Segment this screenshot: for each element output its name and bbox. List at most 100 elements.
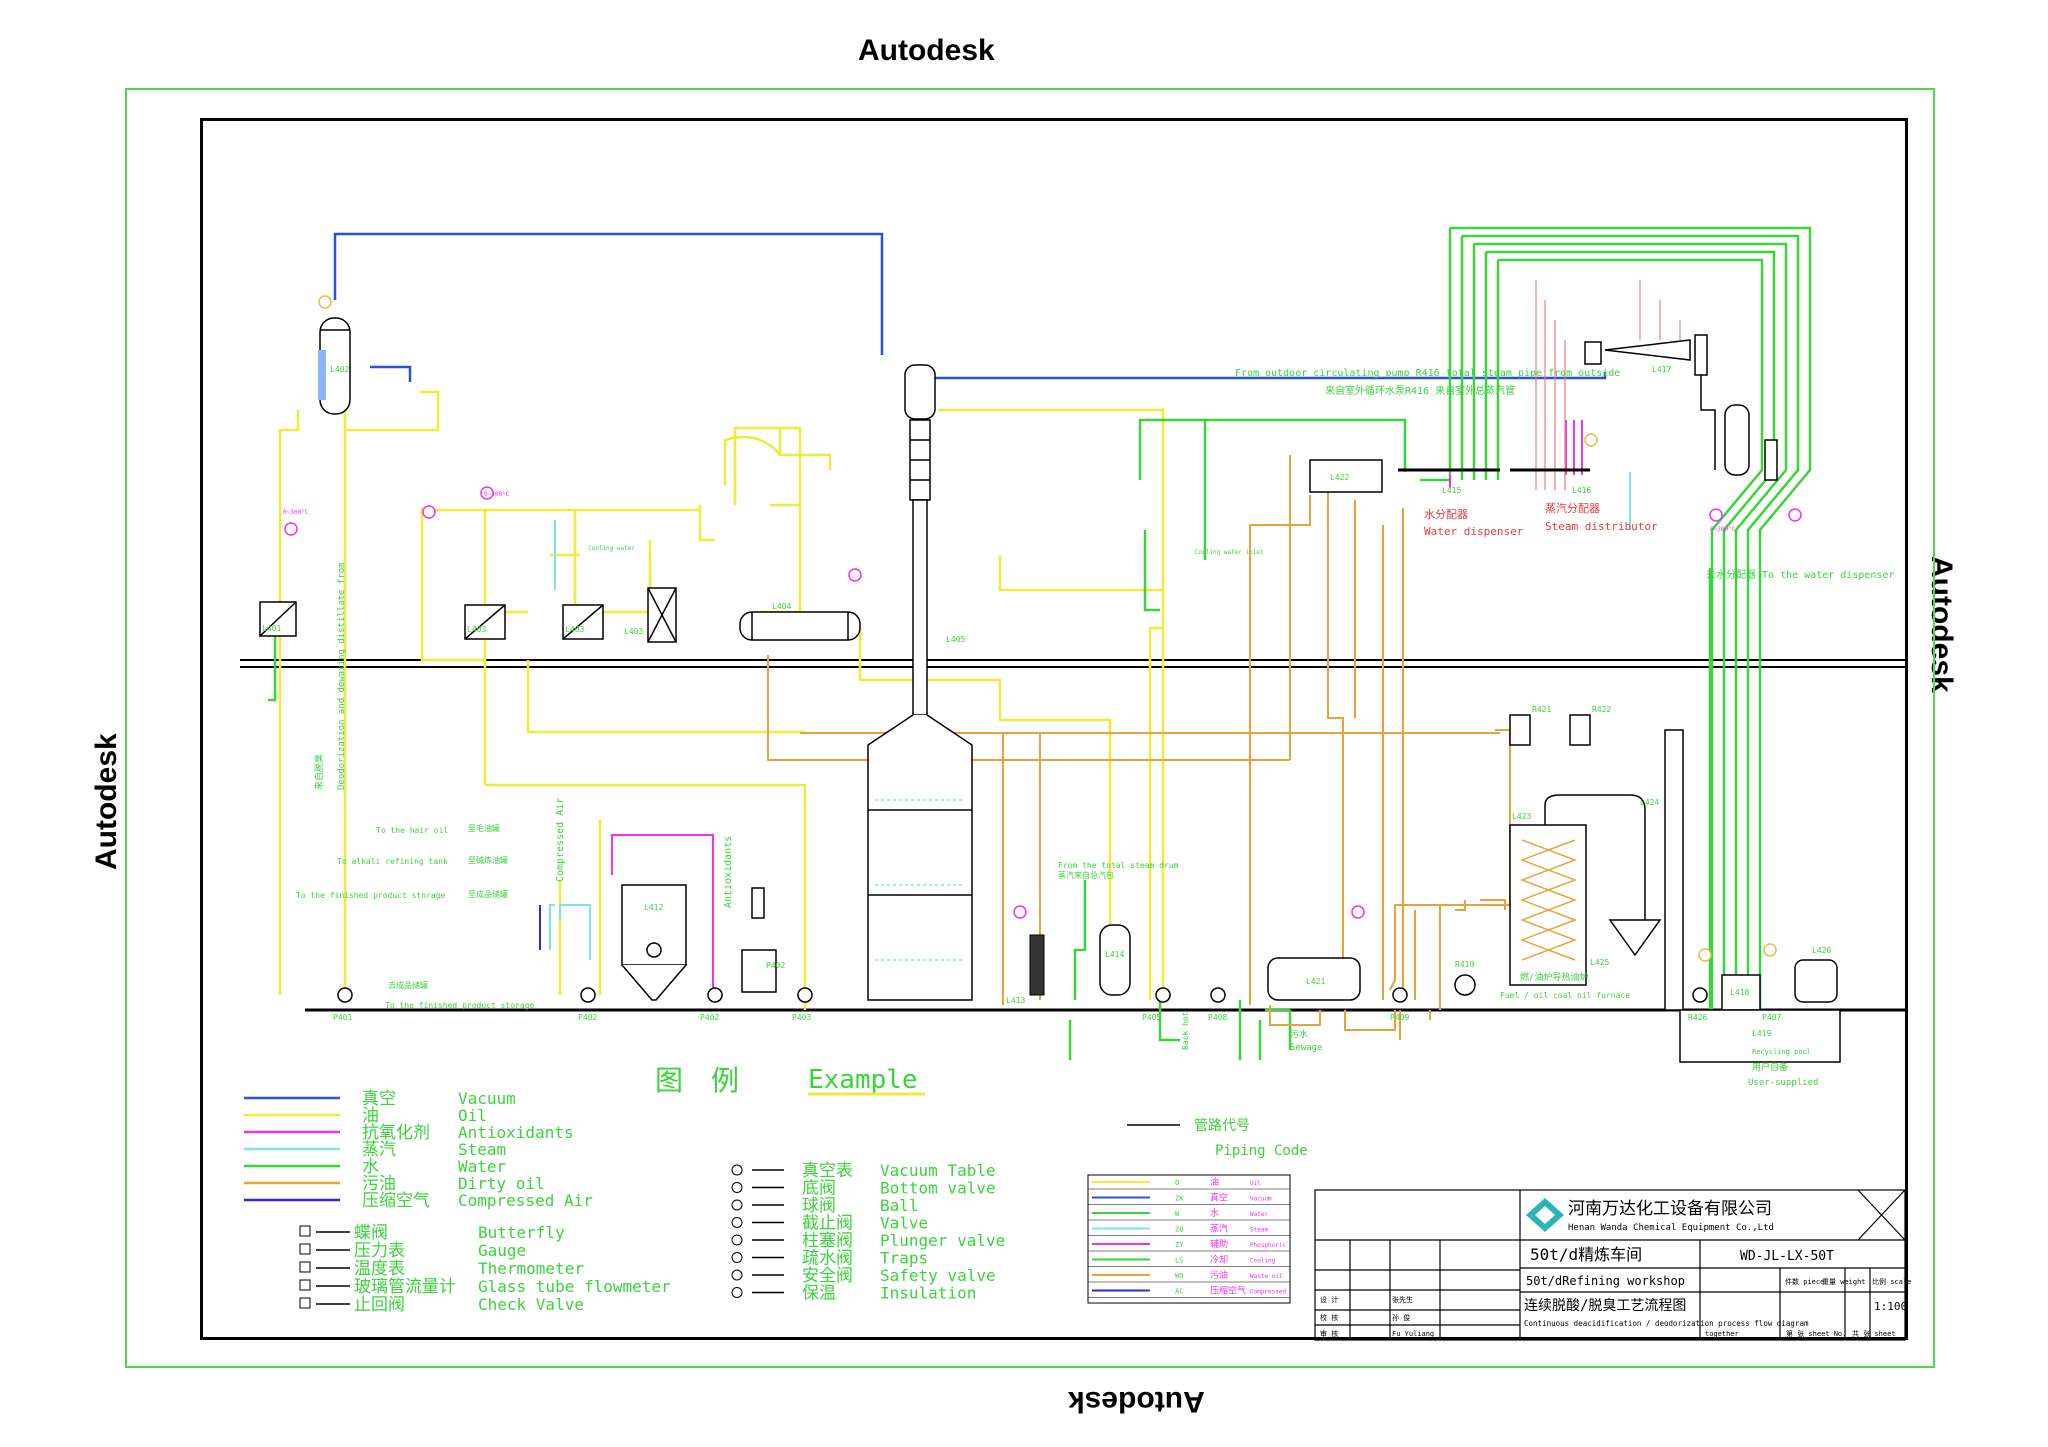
label-l414: L414	[1105, 950, 1124, 959]
legend-symbol-label-en: Vacuum Table	[880, 1161, 996, 1180]
note-water-disp-cn: 水分配器	[1424, 508, 1468, 521]
pressure-gauges	[318, 295, 1777, 962]
label-l416: L416	[1572, 486, 1591, 495]
plate-exchanger	[647, 587, 677, 643]
piping-row-label-en: Vacuum	[1250, 1196, 1272, 1203]
label-l401: L401	[262, 624, 281, 633]
legend-line-label-cn: 水	[362, 1157, 379, 1177]
note-steam-drum-cn: 蒸汽来自总汽包	[1058, 870, 1114, 880]
drawing-frame	[200, 118, 1908, 1340]
signer-2: 孙 俊	[1392, 1313, 1410, 1322]
label-r422: R422	[1592, 705, 1611, 714]
water-lines	[268, 226, 1832, 1060]
label-p405: P405	[1142, 1013, 1161, 1022]
legend-symbol-icon	[731, 1217, 743, 1228]
annotations: From outdoor circulating pump R416 total…	[283, 368, 1894, 1088]
piping-row-code: ZY	[1175, 1241, 1184, 1249]
legend-symbol-label-cn: 止回阀	[354, 1295, 405, 1315]
note-deodor-cn: 来自脱臭	[313, 754, 325, 790]
scale-value: 1:100	[1874, 1300, 1907, 1313]
label-sheet-total: 共 张 sheet	[1852, 1329, 1896, 1338]
legend-symbol-label-en: Safety valve	[880, 1266, 996, 1285]
label-sheet-no: 第 张 sheet No.	[1786, 1329, 1846, 1338]
note-to-alkali: To alkali refining tank	[337, 857, 448, 866]
note-to-finished-b: To the finished product storage	[385, 1001, 534, 1010]
label-l420: L420	[1812, 946, 1831, 955]
drawing-title-en: Continuous deacidification / deodorizati…	[1524, 1319, 1809, 1328]
tank-l421	[1267, 957, 1361, 1001]
label-l413: L413	[1006, 996, 1025, 1005]
piping-row-label-en: Phosphoric	[1250, 1242, 1287, 1249]
label-l403: L403	[467, 625, 486, 634]
label-scale: 比例 scale	[1872, 1277, 1911, 1286]
legend-symbol-label-en: Plunger valve	[880, 1231, 1005, 1250]
legend-symbol-label-en: Check Valve	[478, 1295, 584, 1314]
note-temp-3: 0~300°C	[1710, 526, 1736, 533]
note-compressed-air: Compressed Air	[555, 798, 566, 882]
legend-symbol-icon	[299, 1225, 311, 1237]
legend-symbol-icon	[731, 1269, 743, 1281]
company-name-cn: 河南万达化工设备有限公司	[1568, 1199, 1772, 1219]
piping-row-label-cn: 油	[1210, 1176, 1219, 1188]
drawing-no: WD-JL-LX-50T	[1740, 1249, 1834, 1264]
piping-row-label-cn: 辅助	[1210, 1238, 1228, 1250]
note-back-hot: Back hot	[1181, 1011, 1190, 1050]
piping-row-label-en: Cooling	[1250, 1258, 1276, 1265]
legend-symbol-label-cn: 保温	[802, 1284, 836, 1304]
label-r426: R426	[1688, 1013, 1707, 1022]
label-l424: L424	[1640, 798, 1659, 807]
vacuum-unit-l417	[1584, 334, 1778, 481]
legend-symbol-label-en: Glass tube flowmeter	[478, 1277, 671, 1296]
legend-symbol-label-en: Insulation	[880, 1284, 976, 1303]
label-p402b: P402	[700, 1013, 719, 1022]
note-antioxidants: Antioxidants	[723, 836, 734, 908]
label-r419: R419	[1455, 960, 1474, 969]
legend-symbol-label-cn: 压力表	[354, 1241, 405, 1261]
note-temp-1: 0~300°C	[283, 509, 309, 516]
piping-row-label-en: Water	[1250, 1211, 1268, 1218]
label-p402c: P402	[766, 961, 785, 970]
legend-symbol-label-cn: 温度表	[354, 1259, 405, 1279]
legend-line-label-cn: 真空	[362, 1089, 396, 1109]
legend-line-label-en: Compressed Air	[458, 1191, 593, 1210]
piping-row-code: AC	[1175, 1288, 1183, 1296]
note-cooling-water-2: Cooling water inlet	[1195, 549, 1264, 556]
watermark-top: Autodesk	[858, 34, 995, 67]
legend-symbol-icon	[731, 1287, 743, 1298]
legend-symbol-icon	[731, 1199, 743, 1211]
piping-row-label-cn: 压缩空气	[1210, 1285, 1246, 1297]
legend-symbol-label-en: Ball	[880, 1196, 919, 1215]
label-l403b: L403	[565, 625, 584, 634]
oil-lines	[278, 390, 1165, 1010]
legend-line-label-cn: 油	[362, 1106, 379, 1126]
note-cooling-water: Cooling water	[588, 545, 635, 552]
piping-row-code: LS	[1175, 1257, 1183, 1265]
label-r421: R421	[1532, 705, 1551, 714]
legend-symbol-label-cn: 安全阀	[802, 1266, 853, 1286]
title-block	[1314, 1189, 1906, 1341]
tank-l422	[1309, 459, 1383, 493]
note-outdoor-pump-en: From outdoor circulating pump R416 total…	[1235, 368, 1620, 379]
piping-row-label-cn: 冷却	[1210, 1254, 1228, 1266]
note-to-finished: To the finished product storage	[296, 891, 445, 900]
label-l417: L417	[1652, 365, 1671, 374]
legend-symbol-label-cn: 疏水阀	[802, 1249, 853, 1269]
legend-line-label-cn: 污油	[362, 1174, 396, 1194]
legend-symbol-icon	[299, 1279, 311, 1291]
legend-line-label-en: Steam	[458, 1140, 506, 1159]
gauges	[284, 486, 1802, 919]
note-steam-dist-en: Steam distributor	[1545, 520, 1658, 533]
note-to-water-disp: 去水分配器 To the water dispenser	[1706, 569, 1894, 581]
legend-symbol-label-en: Bottom valve	[880, 1179, 996, 1198]
note-deodor-distillate: Deodorization and dewaxing distillate fr…	[337, 562, 347, 790]
legend-symbol-label-en: Butterfly	[478, 1223, 565, 1242]
legend-line-label-cn: 蒸汽	[362, 1140, 396, 1160]
workshop-en: 50t/dRefining workshop	[1526, 1274, 1685, 1288]
note-fuel-oil-furnace-en: Fuel / oil coal oil furnace	[1500, 991, 1630, 1000]
piping-row-code: ZK	[1175, 1195, 1184, 1203]
note-sewage: Sewage	[1290, 1043, 1323, 1053]
label-p401: P401	[333, 1013, 352, 1022]
